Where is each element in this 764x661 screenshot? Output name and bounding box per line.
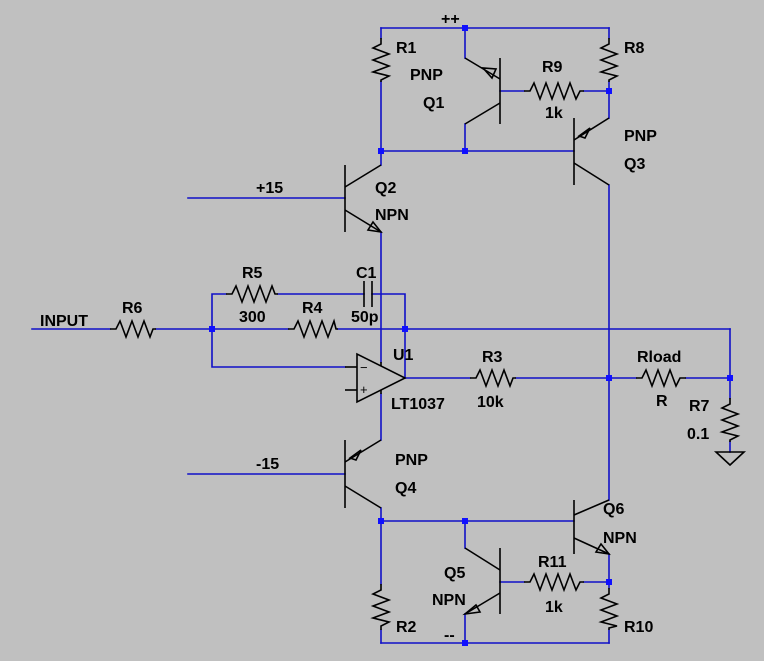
label-q2: Q2 (375, 180, 396, 197)
junction (378, 148, 384, 154)
label-q3-type: PNP (624, 128, 657, 145)
label-plus15: +15 (256, 180, 283, 197)
label-r5-value: 300 (239, 309, 266, 326)
junction (462, 518, 468, 524)
label-r11-value: 1k (545, 599, 563, 616)
q6-emitter-leg (573, 537, 610, 555)
transistor-q4-symbol[interactable] (344, 439, 382, 509)
label-q5-type: NPN (432, 592, 466, 609)
label-q6: Q6 (603, 501, 624, 518)
wires (31, 27, 731, 644)
q6-collector-leg (573, 499, 610, 516)
opamp-minus-sign: − (360, 360, 368, 375)
transistor-q5-symbol[interactable] (462, 547, 501, 616)
q1-collector-leg (464, 102, 501, 125)
junction (378, 518, 384, 524)
label-r11: R11 (538, 554, 567, 571)
label-q5: Q5 (444, 565, 465, 582)
label-r7-value: 0.1 (687, 426, 709, 443)
resistor-r11-symbol[interactable] (524, 571, 584, 593)
transistor-q6-symbol[interactable] (573, 499, 611, 556)
labels: ++ R1 PNP Q1 R9 1k R8 PNP Q3 +15 Q2 NPN … (40, 11, 710, 644)
label-minus15: -15 (256, 456, 279, 473)
opamp-plus-sign: + (360, 382, 368, 397)
transistor-q3-symbol[interactable] (573, 117, 610, 186)
resistor-r5-symbol[interactable] (226, 283, 278, 305)
label-c1-value: 50p (351, 309, 379, 326)
resistor-r1-symbol[interactable] (370, 38, 392, 82)
resistor-r6-symbol[interactable] (110, 318, 156, 340)
opamp-u1-symbol[interactable]: − + (345, 352, 407, 404)
junction (606, 375, 612, 381)
label-q4-type: PNP (395, 452, 428, 469)
junctions (209, 25, 733, 646)
label-r9-value: 1k (545, 105, 563, 122)
ground-symbol (713, 451, 747, 467)
label-q3: Q3 (624, 156, 645, 173)
resistor-r7-symbol[interactable] (719, 398, 741, 442)
label-rail-neg: -- (444, 627, 455, 644)
q2-emitter-leg (344, 209, 382, 233)
resistor-r9-symbol[interactable] (524, 80, 584, 102)
junction (462, 640, 468, 646)
transistor-q1-symbol[interactable] (464, 57, 501, 125)
resistor-rload-symbol[interactable] (636, 367, 686, 389)
label-r1: R1 (396, 40, 417, 57)
resistor-r10-symbol[interactable] (598, 588, 620, 630)
label-rload: Rload (637, 349, 681, 366)
label-q4: Q4 (395, 480, 416, 497)
q5-emitter-leg (464, 592, 501, 615)
label-input: INPUT (40, 313, 88, 330)
junction (606, 88, 612, 94)
label-r4: R4 (302, 300, 323, 317)
label-r3: R3 (482, 349, 503, 366)
label-r10: R10 (624, 619, 653, 636)
q1-arrow (481, 67, 498, 80)
label-r7: R7 (689, 398, 710, 415)
label-c1: C1 (356, 265, 377, 282)
q5-arrow (462, 603, 482, 616)
resistor-r4-symbol[interactable] (288, 318, 338, 340)
q5-collector-leg (464, 547, 501, 571)
label-rload-value: R (656, 393, 668, 410)
label-q1-type: PNP (410, 67, 443, 84)
junction (462, 148, 468, 154)
resistor-r2-symbol[interactable] (370, 584, 392, 630)
label-r6: R6 (122, 300, 143, 317)
q4-arrow (348, 449, 362, 461)
q4-collector-leg (344, 485, 382, 509)
wire-inv-input (211, 328, 346, 368)
wire-r5-left (211, 293, 227, 330)
capacitor-c1-symbol[interactable] (363, 281, 373, 307)
label-q6-type: NPN (603, 530, 637, 547)
q3-collector-leg (573, 162, 610, 186)
junction (402, 326, 408, 332)
label-q1: Q1 (423, 95, 444, 112)
label-rail-pos: ++ (441, 11, 460, 28)
resistor-r3-symbol[interactable] (470, 367, 516, 389)
label-r8: R8 (624, 40, 645, 57)
q2-arrow (366, 220, 383, 234)
label-u1-value: LT1037 (391, 396, 445, 413)
transistor-q2-symbol[interactable] (344, 164, 383, 234)
q3-arrow (577, 127, 591, 139)
label-r2: R2 (396, 619, 417, 636)
label-q2-type: NPN (375, 207, 409, 224)
q6-arrow (594, 542, 611, 556)
label-r3-value: 10k (477, 394, 504, 411)
label-r9: R9 (542, 59, 563, 76)
resistors (110, 38, 741, 630)
label-r5: R5 (242, 265, 263, 282)
junction (462, 25, 468, 31)
resistor-r8-symbol[interactable] (598, 38, 620, 82)
junction (606, 579, 612, 585)
q2-collector-leg (344, 164, 382, 188)
label-u1: U1 (393, 347, 414, 364)
junction (727, 375, 733, 381)
wire-c1-right (371, 293, 406, 330)
junction (209, 326, 215, 332)
